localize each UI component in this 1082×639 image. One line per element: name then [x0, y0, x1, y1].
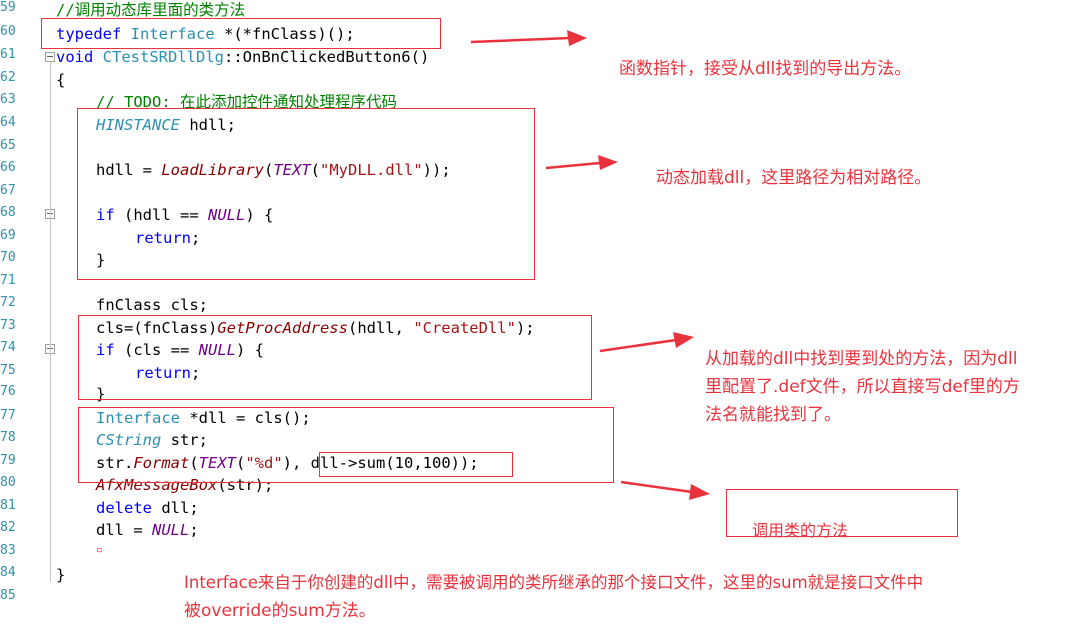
highlight-box-interface-call: [78, 407, 614, 483]
line-number: 62: [0, 70, 16, 85]
line-number: 61: [0, 47, 16, 62]
line-number: 75: [0, 363, 16, 378]
code-line-function-signature: void CTestSRDllDlg::OnBnClickedButton6(): [56, 48, 430, 66]
line-number: 69: [0, 228, 16, 243]
highlight-box-annotation: [726, 489, 958, 537]
line-number: 66: [0, 160, 16, 175]
annotation-line: 从加载的dll中找到要到处的方法，因为dll: [705, 349, 1018, 369]
cursor-marker: ▫: [96, 543, 103, 556]
code-line-if-cls: if (cls == NULL) {: [96, 341, 264, 359]
arrow-3: [599, 332, 694, 353]
code-line-interface-dll: Interface *dll = cls();: [96, 409, 311, 427]
annotation-dynamic-load: 动态加载dll，这里路径为相对路径。: [656, 168, 932, 188]
code-line-return: return;: [135, 229, 201, 247]
annotation-line: 法名就能找到了。: [705, 405, 841, 425]
annotation-getprocaddress: 从加载的dll中找到要到处的方法，因为dll 里配置了.def文件，所以直接写d…: [705, 345, 1077, 429]
highlight-box-getprocaddress: [78, 315, 592, 400]
line-number: 72: [0, 295, 16, 310]
line-number: 67: [0, 183, 16, 198]
line-number: 82: [0, 520, 16, 535]
code-line-if-hdll: if (hdll == NULL) {: [96, 206, 274, 224]
line-number: 78: [0, 430, 16, 445]
code-line-close-brace: }: [96, 385, 106, 403]
line-number: 77: [0, 408, 16, 423]
fold-guide: [50, 219, 51, 269]
collapse-icon[interactable]: [45, 52, 55, 62]
code-line-delete: delete dll;: [96, 499, 199, 517]
annotation-call-method: 调用类的方法: [752, 521, 849, 540]
code-line-todo-comment: // TODO: 在此添加控件通知处理程序代码: [96, 93, 397, 111]
line-number: 63: [0, 92, 16, 107]
annotation-line: Interface来自于你创建的dll中，需要被调用的类所继承的那个接口文件，这…: [184, 573, 924, 592]
annotation-line: 里配置了.def文件，所以直接写def里的方: [705, 377, 1020, 397]
line-number: 65: [0, 138, 16, 153]
line-number: 59: [0, 0, 16, 15]
code-line-null-assign: dll = NULL;: [96, 521, 199, 539]
code-line-cstring: CString str;: [96, 431, 208, 449]
code-line-format: str.Format(TEXT("%d"), dll->sum(10,100))…: [96, 454, 479, 472]
code-line-loadlibrary: hdll = LoadLibrary(TEXT("MyDLL.dll"));: [96, 161, 451, 179]
line-number: 85: [0, 588, 16, 603]
fold-guide: [50, 62, 51, 582]
line-number: 64: [0, 115, 16, 130]
line-number: 80: [0, 475, 16, 490]
line-number: 76: [0, 384, 16, 399]
highlight-box-sum-call: [319, 452, 513, 477]
line-number: 81: [0, 498, 16, 513]
code-line-comment: //调用动态库里面的类方法: [56, 1, 246, 19]
highlight-box-typedef: [41, 18, 441, 49]
line-number: 79: [0, 453, 16, 468]
code-line-return: return;: [135, 364, 201, 382]
code-line-getprocaddress: cls=(fnClass)GetProcAddress(hdll, "Creat…: [96, 319, 535, 337]
line-number: 68: [0, 205, 16, 220]
line-number: 71: [0, 273, 16, 288]
code-line-close-brace: }: [56, 566, 66, 584]
line-number: 74: [0, 340, 16, 355]
arrow-4: [620, 480, 710, 500]
line-number: 60: [0, 24, 16, 39]
code-line-fnclass-decl: fnClass cls;: [96, 296, 208, 314]
code-line-open-brace: {: [56, 71, 66, 89]
annotation-interface-explanation: Interface来自于你创建的dll中，需要被调用的类所继承的那个接口文件，这…: [184, 569, 1080, 625]
highlight-box-loadlibrary: [77, 108, 535, 280]
annotation-line: 被override的sum方法。: [184, 601, 376, 621]
line-number: 70: [0, 250, 16, 265]
arrow-1: [470, 30, 587, 46]
code-line-messagebox: AfxMessageBox(str);: [96, 476, 274, 494]
fold-guide: [50, 354, 51, 394]
line-number: 84: [0, 565, 16, 580]
line-number: 73: [0, 318, 16, 333]
line-number: 83: [0, 543, 16, 558]
code-line-close-brace: }: [96, 251, 106, 269]
code-line-hinstance: HINSTANCE hdll;: [96, 116, 236, 134]
annotation-function-pointer: 函数指针，接受从dll找到的导出方法。: [619, 59, 912, 79]
arrow-2: [545, 155, 618, 170]
code-line-typedef: typedef Interface *(*fnClass)();: [56, 25, 355, 43]
